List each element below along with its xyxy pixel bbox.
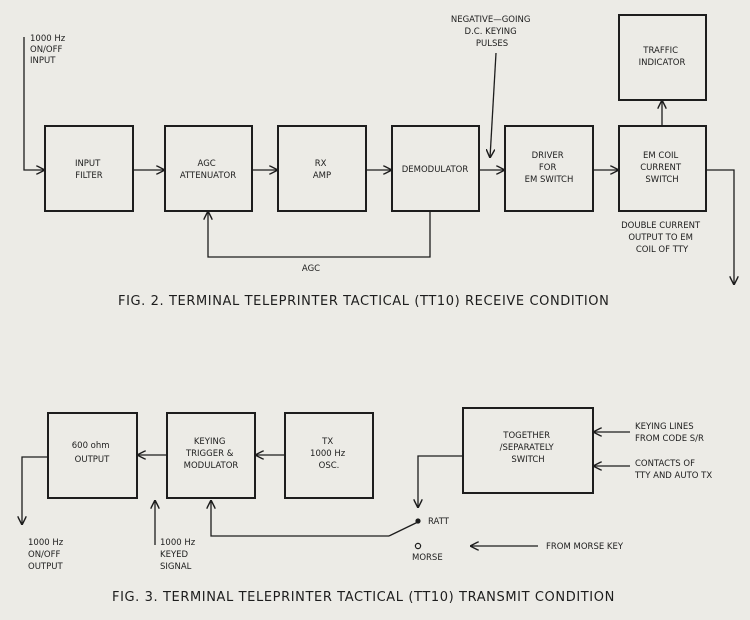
arrow-output-to-tty: [706, 169, 734, 285]
fig2-output-label: DOUBLE CURRENT OUTPUT TO EM COIL OF TTY: [621, 221, 703, 255]
fig2-input-arrow: [23, 37, 45, 170]
arrow-1000hz-output: [22, 456, 48, 525]
keying-trigger-modulator-block: KEYING TRIGGER & MODULATOR: [166, 412, 256, 499]
svg-text:EM COIL CURRENT: EM COIL CURRENT SWITCH: [640, 151, 684, 185]
svg-text:RX AMP: RX AMP: [313, 159, 331, 181]
fig2-input-label: 1000 Hz ON/OFF INPUT: [30, 34, 68, 66]
arrow-switch-to-trigger: [211, 500, 389, 537]
keying-pulses-arrow: [490, 52, 497, 158]
contacts-label: CONTACTS OF TTY AND AUTO TX: [634, 459, 712, 481]
driver-em-switch-block: DRIVER FOR EM SWITCH: [504, 125, 594, 212]
svg-text:600 ohm OUTPUT: 600 ohm OUTPUT: [72, 441, 113, 465]
svg-text:TOGETHER /SEPARATELY: TOGETHER /SEPARATELY SWITCH: [500, 431, 557, 465]
svg-text:AGC ATTENUATOR: AGC ATTENUATOR: [180, 159, 236, 181]
together-separately-switch-block: TOGETHER /SEPARATELY SWITCH: [462, 407, 594, 494]
agc-attenuator-block: AGC ATTENUATOR: [164, 125, 253, 212]
agc-feedback-loop: [208, 211, 431, 258]
input-filter-block: INPUT FILTER: [44, 125, 134, 212]
agc-feedback-label: AGC: [302, 264, 320, 274]
svg-text:DEMODULATOR: DEMODULATOR: [402, 165, 469, 175]
fig3-output-label: 1000 Hz ON/OFF OUTPUT: [28, 538, 66, 572]
morse-label: MORSE: [412, 553, 443, 563]
svg-text:KEYING TRIGGER &: KEYING TRIGGER & MODULATOR: [184, 437, 239, 471]
keying-pulses-label: NEGATIVE—GOING D.C. KEYING PULSES: [451, 15, 533, 49]
ratt-label: RATT: [428, 517, 450, 527]
switch-blade: [388, 520, 421, 537]
fig2-caption: FIG. 2. TERMINAL TELEPRINTER TACTICAL (T…: [118, 294, 609, 309]
svg-text:INPUT FILTER: INPUT FILTER: [75, 159, 103, 181]
rx-amp-block: RX AMP: [277, 125, 367, 212]
from-morse-key-label: FROM MORSE KEY: [546, 542, 624, 552]
keyed-signal-label: 1000 Hz KEYED SIGNAL: [160, 538, 198, 572]
ratt-morse-changeover-switch: [388, 518, 422, 550]
output-600-ohm-block: 600 ohm OUTPUT: [47, 412, 138, 499]
keying-lines-label: KEYING LINES FROM CODE S/R: [635, 422, 704, 444]
fig3-caption: FIG. 3. TERMINAL TELEPRINTER TACTICAL (T…: [112, 590, 615, 605]
traffic-indicator-block: TRAFFIC INDICATOR: [618, 14, 707, 101]
svg-text:DRIVER FOR EM: DRIVER FOR EM SWITCH: [525, 151, 574, 185]
svg-text:TX 1000 Hz OSC: TX 1000 Hz OSC.: [310, 437, 348, 471]
demodulator-block: DEMODULATOR: [391, 125, 480, 212]
fig3-transmit-diagram: 600 ohm OUTPUT KEYING TRIGGER & MODULATO…: [22, 407, 712, 605]
tx-osc-block: TX 1000 Hz OSC.: [284, 412, 374, 499]
fig2-receive-diagram: 1000 Hz ON/OFF INPUT INPUT FILTER AGC AT…: [23, 14, 734, 309]
em-coil-switch-block: EM COIL CURRENT SWITCH: [618, 125, 707, 212]
svg-text:TRAFFIC INDICATOR: TRAFFIC INDICATOR: [639, 46, 686, 68]
arrow-switch-to-ratt: [418, 455, 463, 508]
